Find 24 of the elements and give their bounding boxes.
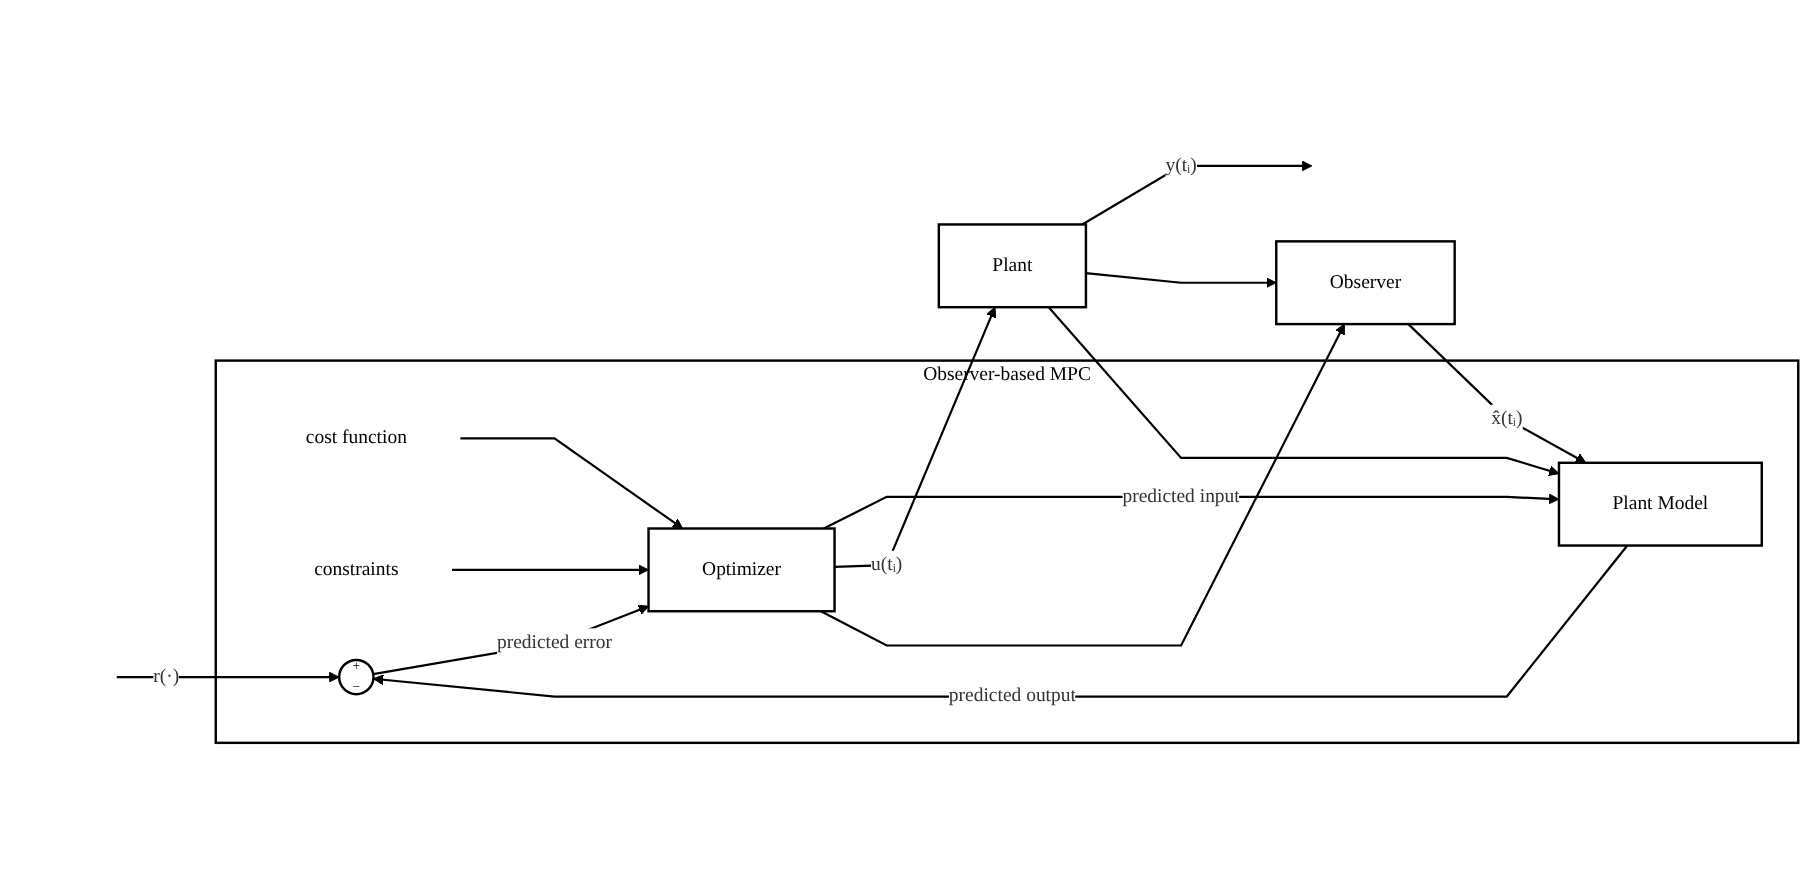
arrow bbox=[820, 323, 1345, 647]
arrow bbox=[1407, 323, 1587, 464]
arrow bbox=[1047, 306, 1560, 476]
node-box: Optimizer bbox=[647, 527, 836, 613]
node-box: Plant Model bbox=[1557, 461, 1763, 547]
node-box: Plant bbox=[937, 223, 1088, 309]
edge-label: u(tᵢ) bbox=[871, 554, 903, 575]
edge-label: y(tᵢ) bbox=[1165, 154, 1197, 176]
arrow bbox=[834, 306, 997, 568]
edge-label: predicted input bbox=[1122, 485, 1240, 507]
arrow bbox=[373, 604, 649, 676]
edge-label: predicted error bbox=[496, 631, 613, 653]
arrow bbox=[452, 564, 649, 576]
arrow bbox=[372, 544, 1629, 698]
node-text: cost function bbox=[305, 427, 407, 449]
node-box: Observer bbox=[1275, 240, 1456, 326]
edge-label: r(·) bbox=[153, 666, 180, 687]
edge-label: predicted output bbox=[948, 685, 1076, 707]
edge-label: x̂(tᵢ) bbox=[1491, 408, 1523, 429]
arrow bbox=[460, 437, 684, 529]
arrow bbox=[116, 671, 340, 683]
arrow bbox=[1081, 160, 1313, 226]
arrow bbox=[1085, 272, 1277, 289]
node-text: constraints bbox=[314, 558, 399, 580]
